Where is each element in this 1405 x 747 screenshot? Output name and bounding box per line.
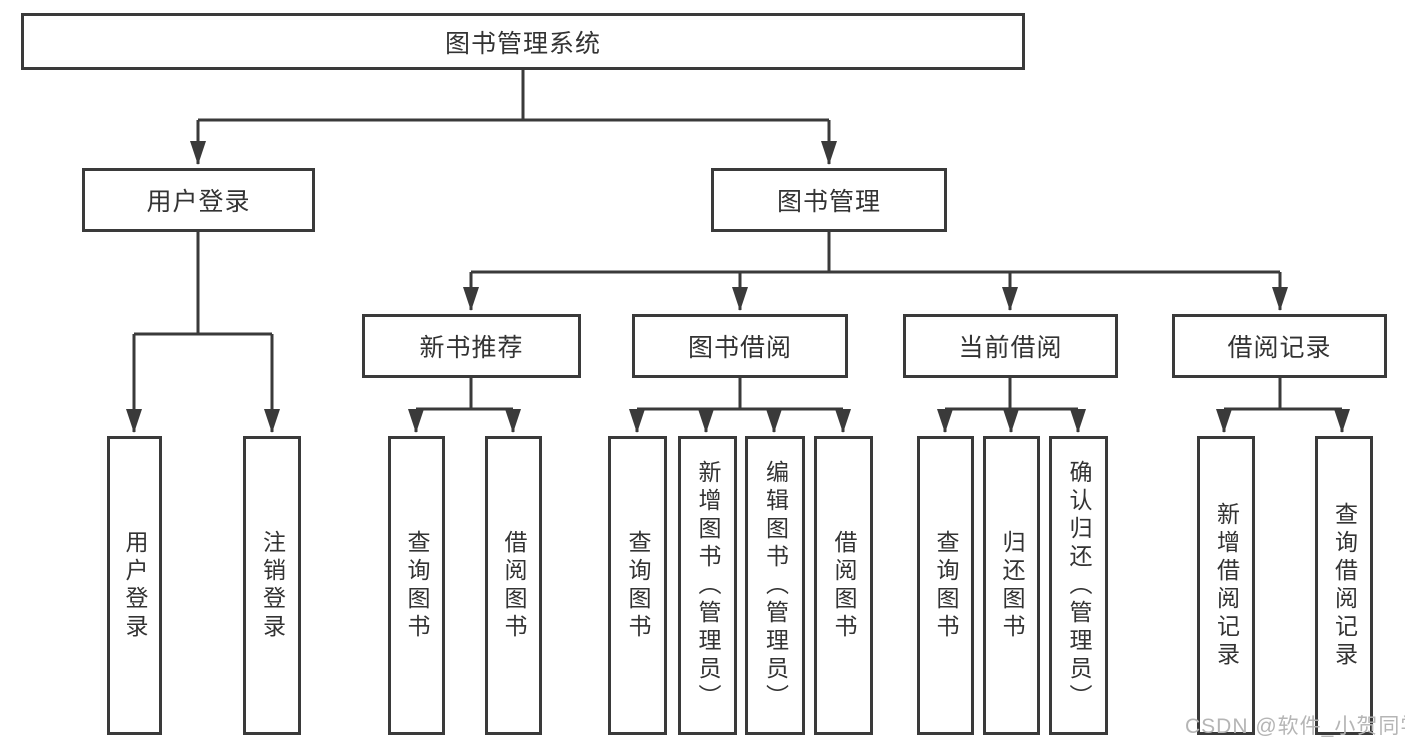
node-label: 新书推荐: [419, 334, 524, 362]
leaf-cb-query-book: 查询图书: [917, 436, 974, 735]
leaf-label: 借阅图书: [831, 529, 857, 642]
leaf-nbr-borrow-book: 借阅图书: [485, 436, 542, 735]
leaf-bb-borrow-book: 借阅图书: [814, 436, 873, 735]
leaf-label: 查询图书: [404, 529, 430, 642]
node-current-borrow: 当前借阅: [903, 314, 1118, 378]
leaf-label: 新增图书（管理员）: [695, 459, 721, 712]
node-book-borrow: 图书借阅: [632, 314, 848, 378]
leaf-label: 查询图书: [625, 529, 651, 642]
leaf-label: 借阅图书: [501, 529, 527, 642]
node-borrow-records: 借阅记录: [1172, 314, 1387, 378]
node-label: 当前借阅: [958, 334, 1063, 362]
leaf-label: 归还图书: [999, 529, 1025, 642]
leaf-bb-query-book: 查询图书: [608, 436, 667, 735]
node-label: 图书借阅: [687, 334, 792, 362]
node-book-management-branch: 图书管理: [711, 168, 947, 232]
leaf-br-add-record: 新增借阅记录: [1197, 436, 1255, 735]
node-root-label: 图书管理系统: [444, 29, 601, 58]
leaf-br-query-record: 查询借阅记录: [1315, 436, 1373, 735]
leaf-nbr-query-book: 查询图书: [388, 436, 445, 735]
leaf-user-login: 用户登录: [107, 436, 162, 735]
node-user-login-branch: 用户登录: [82, 168, 315, 232]
leaf-label: 查询借阅记录: [1331, 501, 1358, 670]
csdn-watermark: CSDN @软件_小贺同学: [1185, 715, 1405, 738]
leaf-label: 确认归还（管理员）: [1066, 459, 1092, 712]
leaf-logout: 注销登录: [243, 436, 301, 735]
node-label: 用户登录: [146, 188, 251, 216]
leaf-label: 编辑图书（管理员）: [762, 459, 789, 712]
node-label: 图书管理: [776, 188, 881, 216]
leaf-label: 用户登录: [122, 529, 148, 642]
leaf-bb-add-book-admin: 新增图书（管理员）: [678, 436, 737, 735]
node-root: 图书管理系统: [21, 13, 1025, 70]
leaf-label: 新增借阅记录: [1213, 501, 1240, 670]
leaf-bb-edit-book-admin: 编辑图书（管理员）: [745, 436, 805, 735]
leaf-cb-return-book: 归还图书: [983, 436, 1040, 735]
leaf-cb-confirm-return-admin: 确认归还（管理员）: [1049, 436, 1108, 735]
node-new-book-recommend: 新书推荐: [362, 314, 581, 378]
leaf-label: 查询图书: [933, 529, 959, 642]
node-label: 借阅记录: [1227, 334, 1332, 362]
leaf-label: 注销登录: [259, 529, 286, 642]
